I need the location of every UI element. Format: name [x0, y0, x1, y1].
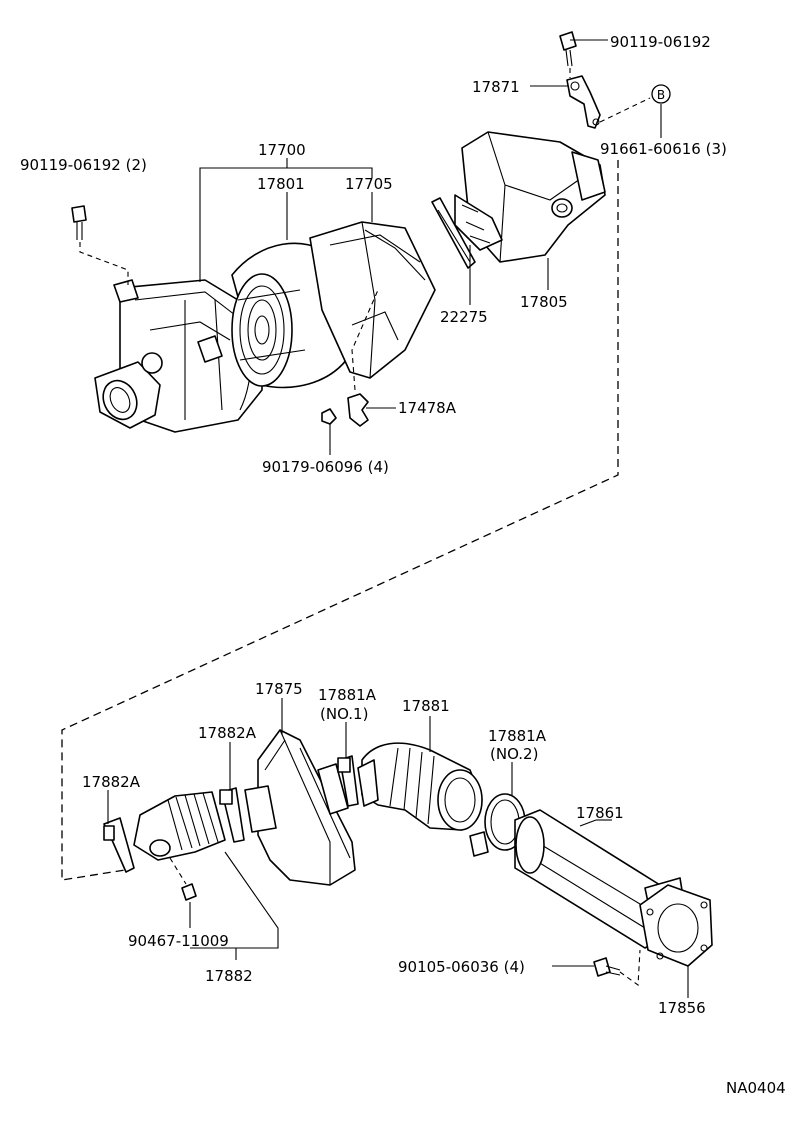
label-hose: 17881 [402, 697, 450, 715]
label-bolt-top-right: 90119-06192 [610, 33, 711, 51]
ref-line-bolt-left [79, 242, 129, 285]
clamp-17882a-left [103, 817, 135, 873]
bracket-17871 [566, 75, 601, 129]
air-hose-17881 [357, 742, 483, 831]
label-assembly: 17700 [258, 141, 306, 159]
ref-marker-b-text: B [657, 88, 665, 102]
label-clamp-upper: 17882A [198, 724, 257, 742]
clamp-17881a-no1 [337, 755, 359, 807]
bolt-bottom [593, 957, 621, 977]
label-housing: 17805 [520, 293, 568, 311]
flange-gasket [639, 884, 713, 967]
label-hose-assy: 17882 [205, 967, 253, 985]
housing-upper [454, 131, 606, 263]
ref-line-b [599, 97, 651, 123]
label-cap: 17705 [345, 175, 393, 193]
label-bracket: 17871 [472, 78, 520, 96]
intake-hose-assy [133, 791, 226, 861]
label-resonator: 17875 [255, 680, 303, 698]
label-nut: 90179-06096 (4) [262, 458, 389, 476]
clip-17478a [347, 393, 369, 427]
label-clamp-no2-note: (NO.2) [490, 745, 538, 763]
label-duct: 17861 [576, 804, 624, 822]
ref-line-clamp [169, 857, 187, 885]
ref-line-main [61, 160, 619, 881]
label-clamp-no1: 17881A [318, 686, 377, 704]
figure-code: NA0404 [726, 1079, 786, 1097]
label-bolt-left: 90119-06192 (2) [20, 156, 147, 174]
gasket-plate [431, 197, 476, 269]
air-cleaner-case [94, 279, 263, 433]
bolt-left [71, 205, 87, 240]
label-flange-gasket: 17856 [658, 999, 706, 1017]
label-clamp-no1-note: (NO.1) [320, 705, 368, 723]
clamp-90467 [181, 883, 197, 901]
clamp-17882a-right [219, 787, 245, 843]
label-clamp-no2: 17881A [488, 727, 547, 745]
label-bolt-b: 91661-60616 (3) [600, 140, 727, 158]
label-clamp-lower: 17882A [82, 773, 141, 791]
nut-90179 [321, 408, 337, 425]
label-element: 17801 [257, 175, 305, 193]
bolt-top-right [559, 31, 577, 67]
resonator [244, 729, 356, 886]
ref-line-bolt-bottom [619, 949, 641, 987]
ref-line-clip [351, 289, 379, 391]
label-hose-clamp-part: 90467-11009 [128, 932, 229, 950]
ref-marker-b: B [651, 84, 671, 104]
label-bolt-bottom: 90105-06036 (4) [398, 958, 525, 976]
air-cleaner-cap [309, 221, 436, 379]
label-clip: 17478A [398, 399, 457, 417]
leader-lines [107, 39, 689, 998]
label-gasket: 22275 [440, 308, 488, 326]
